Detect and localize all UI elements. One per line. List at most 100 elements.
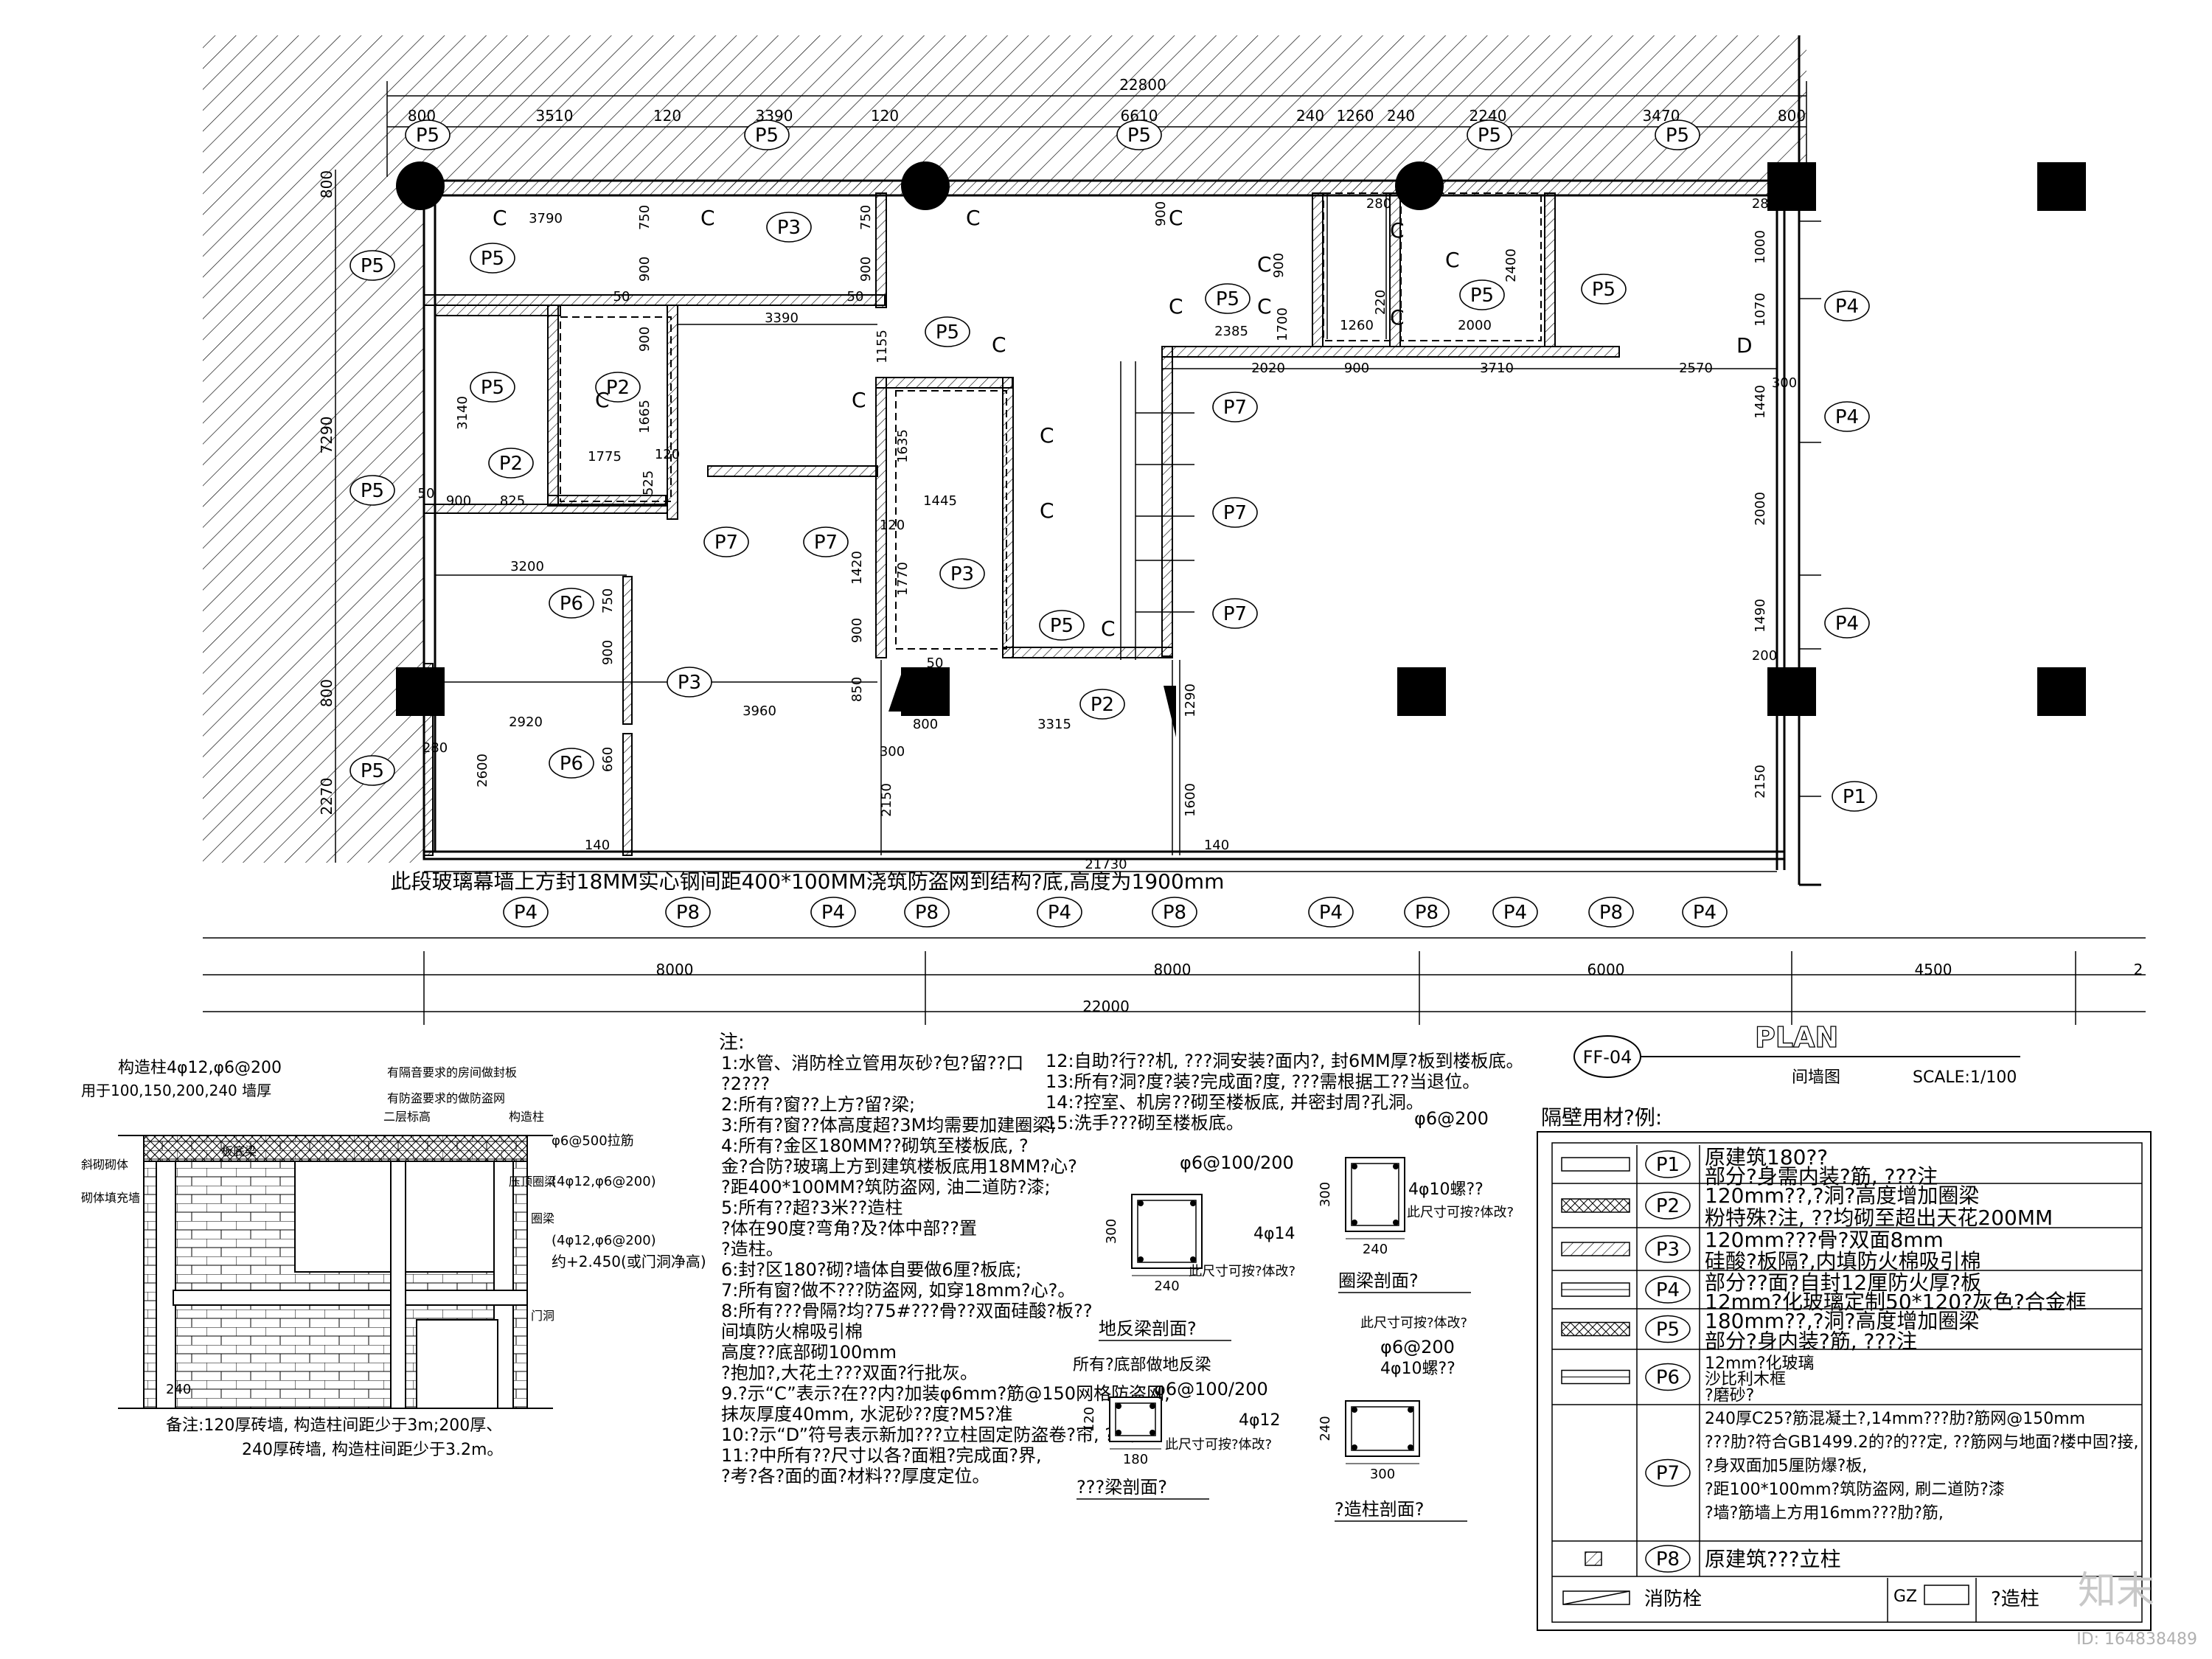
note-line: 5:所有??超?3米??造柱 [721, 1197, 902, 1218]
wall-detail-label: 砌体填充墙 [81, 1191, 140, 1205]
grid-dim-total: 22000 [1082, 998, 1130, 1015]
wall-tag-p4: P4 [810, 897, 856, 928]
wall-tag-p5: P5 [349, 475, 395, 506]
dim-1445: 1445 [923, 493, 957, 509]
wall-tag-label: P8 [1415, 902, 1439, 924]
wall-tag-label: P4 [514, 902, 538, 924]
wall-tag-p4: P4 [1492, 897, 1538, 928]
room-dimensions: 3790 3390 750 750 900 900 900 3140 1665 … [418, 196, 1798, 872]
section-pre-note: 所有?底部做地反梁 [1073, 1356, 1211, 1374]
wall-tag-p5: P5 [1655, 119, 1700, 150]
wall-tag-label: P5 [1216, 288, 1239, 310]
legend-tag: P4 [1656, 1279, 1680, 1301]
wall-tag-p4: P4 [1824, 608, 1870, 639]
dim-280b: 280 [1366, 196, 1391, 212]
letter-c: C [1390, 218, 1405, 243]
legend-text: 原建筑180?? [1705, 1145, 1828, 1169]
dim-top-9: 240 [1387, 107, 1415, 125]
wall-tag-label: P7 [1223, 502, 1247, 524]
wall-tag-p5: P5 [1205, 283, 1251, 314]
wall-tag-label: P5 [755, 125, 779, 147]
structural-columns [396, 161, 2086, 737]
wall-tag-label: P8 [676, 902, 700, 924]
partition-walls [423, 192, 1620, 856]
wall-tag-label: P8 [1599, 902, 1623, 924]
wall-detail-label: 约+2.450(或门洞净高) [552, 1253, 706, 1270]
wall-detail-label: 圈梁 [531, 1211, 554, 1225]
wall-tag-label: P5 [1127, 125, 1151, 147]
wall-tag-p5: P5 [925, 316, 970, 347]
notes-heading: 注: [719, 1032, 745, 1054]
wall-tag-p2: P2 [595, 372, 641, 403]
wall-tag-p5: P5 [405, 119, 451, 150]
legend-gz-text: ?造柱 [1991, 1588, 2039, 1610]
legend-tag: P5 [1656, 1319, 1680, 1341]
dim-2150b: 2150 [1753, 765, 1768, 799]
wall-tag-label: P4 [1693, 902, 1717, 924]
dim-280c: 280 [1752, 196, 1777, 212]
wall-tag-p8: P8 [904, 897, 950, 928]
legend-text: 部分?身需内装?筋, ???注 [1705, 1164, 1938, 1189]
room-lines [435, 193, 1821, 855]
letter-c: C [1445, 248, 1460, 272]
wall-tag-p3: P3 [939, 558, 985, 589]
wall-tag-label: P4 [1835, 613, 1859, 635]
legend-gz: GZ [1893, 1587, 1917, 1606]
wall-detail-label: 构造柱4φ12,φ6@200 [118, 1059, 282, 1077]
letter-c: C [992, 333, 1006, 357]
wall-tag-p7: P7 [1212, 392, 1258, 422]
letter-c: C [595, 388, 610, 412]
dim-2570: 2570 [1679, 361, 1713, 376]
dim-900g-2: 900 [1271, 253, 1287, 278]
note-line: ?造柱。 [721, 1239, 784, 1259]
wall-tag-label: P5 [1050, 615, 1074, 637]
wall-detail-label: 有防盗要求的做防盗网 [387, 1091, 505, 1105]
legend-heading: 隔壁用材?例: [1541, 1105, 1662, 1130]
section-width: 240 [1363, 1242, 1388, 1257]
letter-c: C [1169, 294, 1183, 319]
wall-detail-label: (4φ12,φ6@200) [552, 1174, 656, 1189]
wall-tag-label: P5 [481, 377, 504, 399]
dim-825: 825 [500, 493, 525, 509]
section-height: 120 [1082, 1407, 1097, 1432]
dim-50d: 50 [927, 655, 944, 671]
section-note: 此尺寸可按?体改? [1189, 1264, 1295, 1279]
section-title: 圈梁剖面? [1338, 1270, 1419, 1291]
wall-tag-label: P5 [361, 760, 384, 782]
wall-tag-p8: P8 [665, 897, 711, 928]
dim-1070: 1070 [1753, 293, 1768, 327]
wall-tag-p5: P5 [470, 372, 515, 403]
letter-c: C [1040, 498, 1054, 523]
wall-tag-p8: P8 [1404, 897, 1450, 928]
section-title: ?造柱剖面? [1335, 1499, 1424, 1520]
dim-top-7: 240 [1296, 107, 1324, 125]
wall-tag-label: P6 [560, 753, 583, 775]
note-line: ?考?各?面的面?材料??厚度定位。 [721, 1466, 990, 1486]
note-line-2: 13:所有?洞?度?装?完成面?度, ???需根据工??当退位。 [1046, 1071, 1480, 1092]
legend-tag: P6 [1656, 1367, 1680, 1389]
dim-top-8: 1260 [1337, 107, 1374, 125]
dim-left-2: 7290 [318, 417, 335, 454]
dim-2020: 2020 [1251, 361, 1285, 376]
title-code: FF-04 [1583, 1047, 1632, 1068]
dim-525: 525 [641, 470, 656, 495]
dim-2920: 2920 [509, 714, 543, 730]
dimension-lines [203, 81, 2146, 1025]
section-title: 地反梁剖面? [1099, 1318, 1197, 1339]
grid-dimensions: 8000 8000 6000 4500 2 22000 [656, 961, 2143, 1015]
wall-tag-label: P4 [1835, 406, 1859, 428]
wall-tag-label: P2 [606, 377, 630, 399]
wall-tag-label: P5 [936, 321, 959, 344]
legend-text: 240厚C25?筋混凝土?,14mm???肋?筋网@150mm [1705, 1410, 2085, 1428]
section-height: 300 [1318, 1182, 1333, 1207]
dim-top-2: 3510 [536, 107, 574, 125]
wall-tag-p7: P7 [1212, 598, 1258, 629]
dim-1635: 1635 [895, 429, 911, 463]
wall-tag-p7: P7 [703, 526, 749, 557]
